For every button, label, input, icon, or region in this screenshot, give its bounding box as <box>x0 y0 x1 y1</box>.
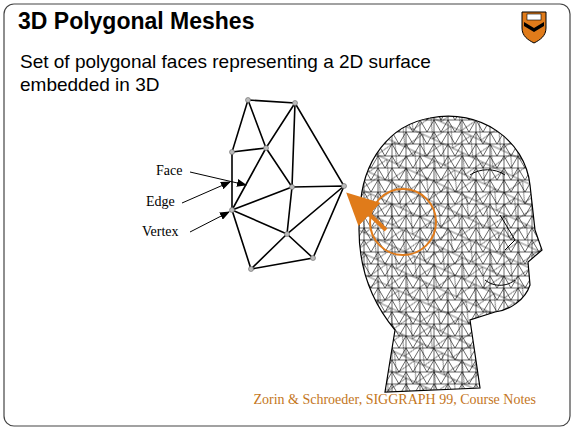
slide-title: 3D Polygonal Meshes <box>18 8 254 35</box>
part-label: Vertex <box>142 224 179 240</box>
subtitle: Set of polygonal faces representing a 2D… <box>20 50 500 96</box>
head-wireframe <box>350 105 550 400</box>
logo-shield <box>522 12 546 43</box>
mesh-patch <box>232 100 344 269</box>
part-label: Face <box>156 163 182 179</box>
part-label: Edge <box>146 194 175 210</box>
caption: Zorin & Schroeder, SIGGRAPH 99, Course N… <box>253 392 536 408</box>
